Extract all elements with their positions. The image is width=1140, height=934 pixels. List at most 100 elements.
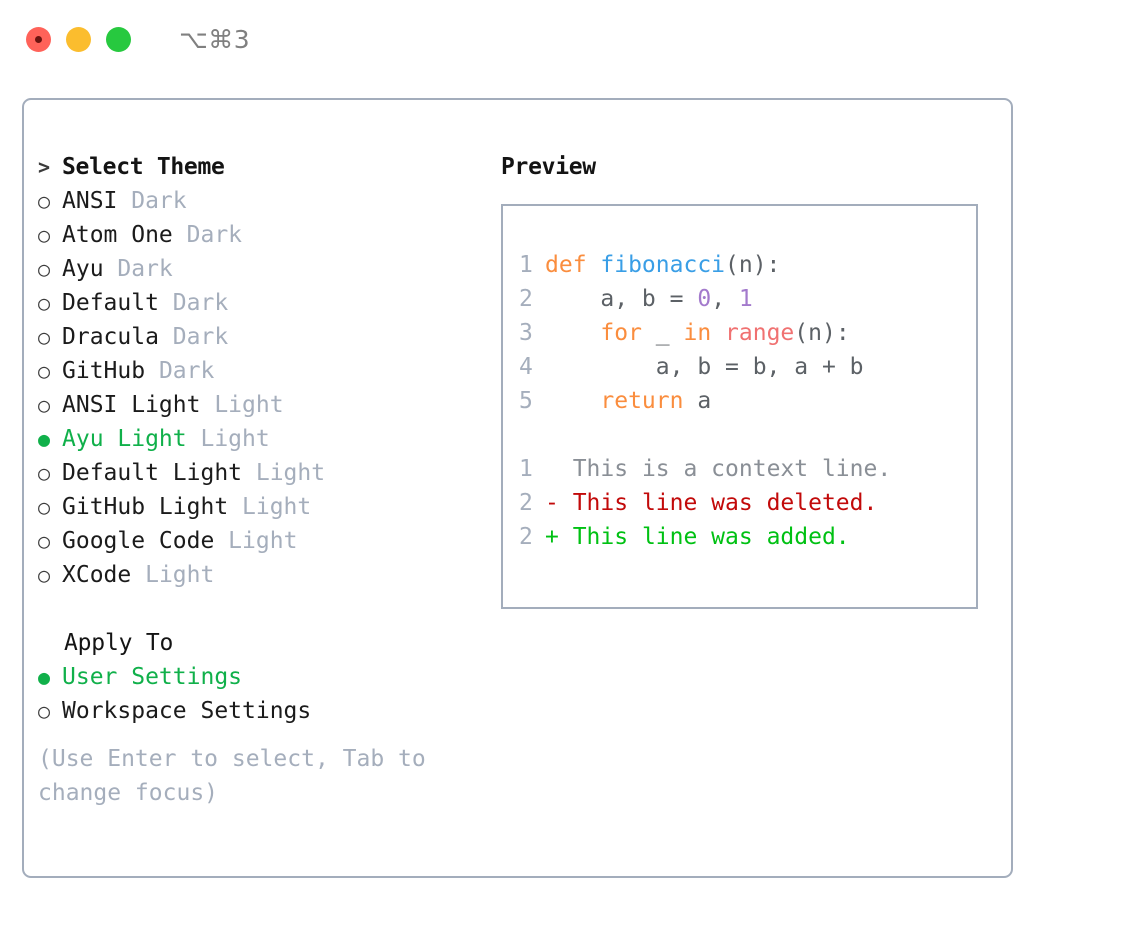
theme-option-label: GitHub Light xyxy=(62,494,229,520)
minimize-window-button[interactable] xyxy=(66,26,91,52)
code-token xyxy=(711,320,725,346)
theme-option-label: Default Light xyxy=(62,460,243,486)
radio-unselected-icon: ○ xyxy=(38,223,51,247)
apply-to-option-workspace-settings[interactable]: ○ Workspace Settings xyxy=(38,694,478,728)
code-line: 3 for _ in range(n): xyxy=(519,316,976,350)
theme-option-label: Google Code xyxy=(62,528,215,554)
theme-kind-badge: Dark xyxy=(158,324,229,350)
diff-line-context: 1 This is a context line. xyxy=(519,452,976,486)
theme-option-label: Atom One xyxy=(62,222,173,248)
theme-option-atom-one[interactable]: ○ Atom One Dark xyxy=(38,218,478,252)
code-line-number: 2 xyxy=(519,286,533,312)
apply-to-option-user-settings[interactable]: ● User Settings xyxy=(38,660,478,694)
radio-selected-icon: ● xyxy=(38,665,51,689)
section-spacer xyxy=(38,592,478,626)
diff-line-text: This is a context line. xyxy=(572,456,892,482)
radio-unselected-icon: ○ xyxy=(38,699,51,723)
select-theme-heading-label: Select Theme xyxy=(62,154,225,180)
theme-option-label: Ayu xyxy=(62,256,104,282)
code-token: 1 xyxy=(738,286,753,312)
apply-to-option-label: Workspace Settings xyxy=(62,698,312,724)
apply-to-options-list[interactable]: ● User Settings ○ Workspace Settings xyxy=(38,660,478,728)
diff-line-number: 2 xyxy=(519,490,533,516)
theme-option-github-light[interactable]: ○GitHub Light Light xyxy=(38,490,478,524)
theme-kind-badge: Dark xyxy=(117,188,187,214)
theme-kind-badge: Dark xyxy=(103,256,173,282)
code-line: 2 a, b = 0, 1 xyxy=(519,282,976,316)
theme-kind-badge: Light xyxy=(228,494,312,520)
theme-kind-badge: Dark xyxy=(158,290,229,316)
theme-option-label: Default xyxy=(62,290,159,316)
window-titlebar: ⌥⌘3 xyxy=(0,0,1140,78)
radio-unselected-icon: ○ xyxy=(38,529,51,553)
theme-options-list[interactable]: ○ANSI Dark○Atom One Dark○Ayu Dark○Defaul… xyxy=(38,184,478,592)
code-token: in xyxy=(683,320,712,346)
code-token: range xyxy=(725,320,795,346)
theme-option-label: XCode xyxy=(62,562,132,588)
theme-option-label: Dracula xyxy=(62,324,159,350)
theme-option-github[interactable]: ○GitHub Dark xyxy=(38,354,478,388)
code-line-number: 4 xyxy=(519,354,533,380)
theme-option-ansi-light[interactable]: ○ANSI Light Light xyxy=(38,388,478,422)
cursor-caret-icon: > xyxy=(38,155,50,179)
code-line: 4 a, b = b, a + b xyxy=(519,350,976,384)
theme-option-ansi[interactable]: ○ANSI Dark xyxy=(38,184,478,218)
theme-kind-badge: Dark xyxy=(172,222,243,248)
theme-option-default[interactable]: ○ Default Dark xyxy=(38,286,478,320)
close-window-button[interactable] xyxy=(26,26,51,52)
maximize-window-button[interactable] xyxy=(106,26,131,52)
diff-line-prefix: - xyxy=(545,490,573,516)
code-token: _ xyxy=(641,320,684,346)
theme-kind-badge: Light xyxy=(131,562,215,588)
preview-heading: Preview xyxy=(501,154,596,180)
theme-option-label: GitHub xyxy=(62,358,146,384)
radio-unselected-icon: ○ xyxy=(38,189,51,213)
apply-to-option-label: User Settings xyxy=(62,664,243,690)
diff-line-number: 1 xyxy=(519,456,533,482)
window-shortcut-label: ⌥⌘3 xyxy=(179,24,251,54)
theme-option-ayu[interactable]: ○ Ayu Dark xyxy=(38,252,478,286)
theme-kind-badge: Light xyxy=(186,426,270,452)
radio-selected-icon: ● xyxy=(38,427,51,451)
diff-sample: 1 This is a context line.2- This line wa… xyxy=(519,452,976,554)
theme-list-column: >Select Theme ○ANSI Dark○Atom One Dark○A… xyxy=(38,150,478,810)
diff-line-prefix xyxy=(545,456,573,482)
code-token: fibonacci xyxy=(600,252,726,278)
theme-kind-badge: Light xyxy=(214,528,298,554)
theme-option-xcode[interactable]: ○ XCode Light xyxy=(38,558,478,592)
theme-option-label: ANSI Light xyxy=(62,392,201,418)
code-line-number: 5 xyxy=(519,388,533,414)
code-token xyxy=(545,320,600,346)
code-token: (n): xyxy=(725,252,781,278)
code-token: a, b = xyxy=(545,286,698,312)
code-token xyxy=(545,388,600,414)
diff-line-text: This line was deleted. xyxy=(572,490,878,516)
code-token: for xyxy=(600,320,642,346)
theme-option-dracula[interactable]: ○ Dracula Dark xyxy=(38,320,478,354)
diff-line-delete: 2- This line was deleted. xyxy=(519,486,976,520)
code-token: , xyxy=(711,286,739,312)
theme-option-label: Ayu Light xyxy=(62,426,187,452)
code-diff-spacer xyxy=(519,418,976,452)
radio-unselected-icon: ○ xyxy=(38,291,51,315)
theme-option-default-light[interactable]: ○Default Light Light xyxy=(38,456,478,490)
radio-unselected-icon: ○ xyxy=(38,563,51,587)
code-line-number: 3 xyxy=(519,320,533,346)
code-token: (n): xyxy=(794,320,850,346)
theme-kind-badge: Light xyxy=(200,392,284,418)
code-token: return xyxy=(600,388,684,414)
radio-unselected-icon: ○ xyxy=(38,257,51,281)
code-line: 5 return a xyxy=(519,384,976,418)
radio-unselected-icon: ○ xyxy=(38,359,51,383)
theme-kind-badge: Light xyxy=(242,460,326,486)
select-theme-heading: > Select Theme xyxy=(38,150,478,184)
radio-unselected-icon: ○ xyxy=(38,325,51,349)
theme-option-google-code[interactable]: ○ Google Code Light xyxy=(38,524,478,558)
theme-option-ayu-light[interactable]: ● Ayu Light Light xyxy=(38,422,478,456)
code-line-number: 1 xyxy=(519,252,533,278)
panel-body: >Select Theme ○ANSI Dark○Atom One Dark○A… xyxy=(24,100,1011,876)
